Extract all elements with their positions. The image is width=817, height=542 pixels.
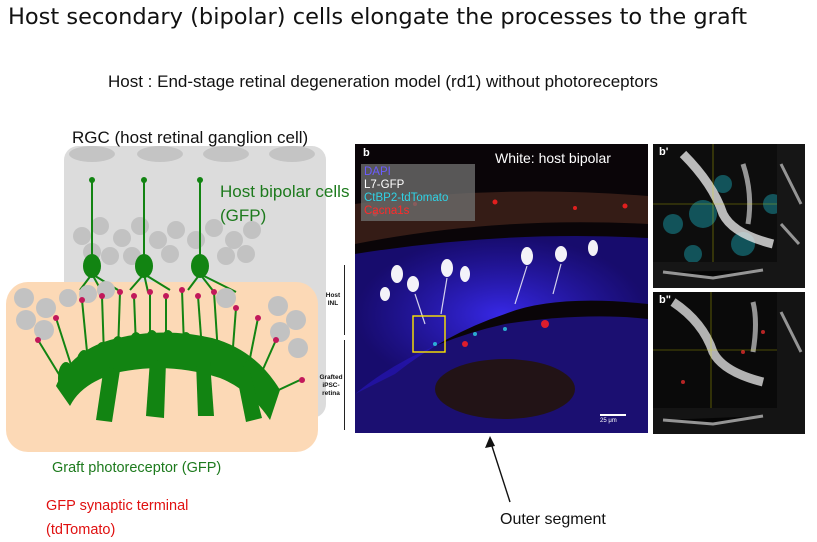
synaptic-terminals: [35, 287, 305, 383]
confocal-micrograph: b White: host bipolar DAPI L7-GFP CtBP2-…: [355, 144, 648, 433]
outer-segment-label: Outer segment: [500, 511, 606, 528]
inset-b-prime: b': [653, 144, 805, 288]
graft-photoreceptor-label: Graft photoreceptor (GFP): [52, 460, 222, 476]
bipolar-cells-label: Host bipolar cells (GFP): [220, 180, 349, 228]
scale-bar-label: 25 μm: [600, 418, 617, 424]
inset-letter-b-double-prime: b": [659, 294, 671, 306]
inset-letter-b-prime: b': [659, 146, 669, 158]
bipolar-label-line1: Host bipolar cells: [220, 182, 350, 201]
panel-letter-b: b: [363, 147, 370, 159]
synaptic-label-line1: GFP synaptic terminal: [46, 498, 189, 514]
legend-cacna1s: Cacna1s: [364, 205, 410, 217]
roi-box: [412, 315, 446, 353]
channel-legend: DAPI L7-GFP CtBP2-tdTomato Cacna1s: [361, 164, 475, 221]
bipolar-label-line2: (GFP): [220, 206, 267, 225]
slide-subtitle: Host : End-stage retinal degeneration mo…: [108, 72, 658, 91]
synaptic-terminal-label: GFP synaptic terminal (tdTomato): [46, 494, 188, 542]
synaptic-label-line2: (tdTomato): [46, 522, 116, 538]
rgc-cell: [69, 146, 115, 162]
rgc-label: RGC (host retinal ganglion cell): [72, 128, 309, 147]
photoreceptor-cells: [58, 330, 270, 422]
retina-schematic: [6, 146, 326, 452]
legend-dapi: DAPI: [364, 166, 391, 178]
bipolar-cells-white: [380, 240, 598, 301]
inset-b-double-prime: b": [653, 292, 805, 434]
rgc-cell: [203, 146, 249, 162]
bipolar-cell-bodies: [83, 177, 209, 278]
rgc-cell: [137, 146, 183, 162]
legend-l7-gfp: L7-GFP: [364, 179, 405, 191]
slide-title: Host secondary (bipolar) cells elongate …: [8, 4, 748, 30]
host-inl-bracket: [344, 265, 345, 335]
inset-b-prime-image: [653, 144, 805, 288]
host-inl-nuclei: [73, 217, 261, 265]
outer-segment-arrow: [485, 436, 511, 503]
micrograph-header: White: host bipolar: [495, 150, 611, 166]
host-inl-label: Host INL: [325, 292, 341, 307]
graft-bracket: [344, 340, 345, 430]
grafted-retina-label: Grafted iPSC- retina: [319, 374, 343, 397]
inset-b-double-prime-image: [653, 292, 805, 434]
rgc-cell: [269, 146, 315, 162]
legend-ctbp2: CtBP2-tdTomato: [364, 192, 449, 204]
